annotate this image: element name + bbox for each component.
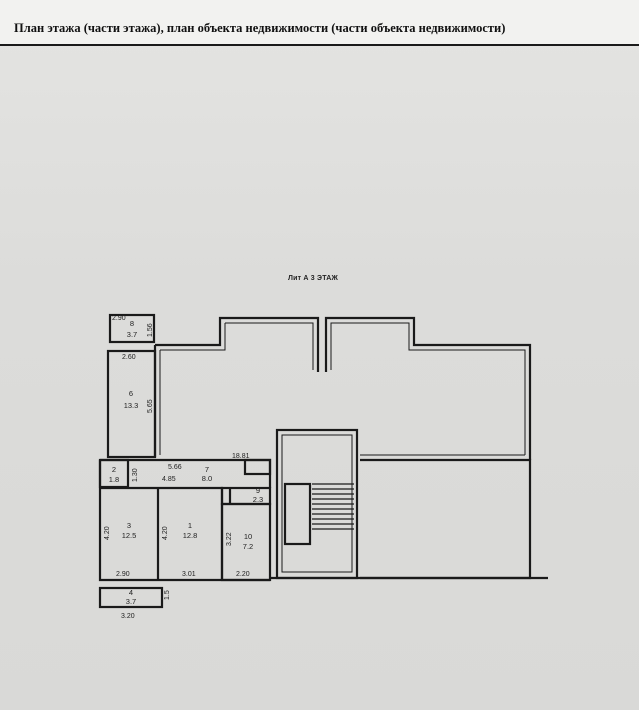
- room-9-area: 2.3: [253, 495, 263, 504]
- room-2-number: 2: [112, 465, 116, 474]
- dim-2-20: 2.20: [236, 571, 250, 578]
- plan-title: Лит А 3 ЭТАЖ: [288, 275, 339, 282]
- room-10-area: 7.2: [243, 542, 253, 551]
- dim-18-81: 18.81: [232, 453, 250, 460]
- dim-5-65: 5.65: [147, 399, 154, 413]
- room-7-number: 7: [205, 465, 209, 474]
- lower-left-outline: [98, 460, 270, 582]
- dim-4-20-left: 4.20: [104, 526, 111, 540]
- building-wall-top-left: [155, 316, 320, 372]
- inner-wall-top-left: [225, 322, 314, 370]
- room-2-area: 1.8: [109, 475, 119, 484]
- room-6-number: 6: [129, 389, 133, 398]
- room-1-number: 1: [188, 521, 192, 530]
- room-10-outline: [220, 502, 272, 582]
- inner-wall-left: [160, 323, 226, 351]
- stair-inner-outline: [281, 434, 353, 573]
- document-header: План этажа (части этажа), план объекта н…: [0, 0, 639, 46]
- dim-1-30: 1.30: [132, 468, 139, 482]
- stair-treads: [312, 483, 354, 530]
- dim-1-5: 1.5: [164, 590, 171, 600]
- room-3-number: 3: [127, 521, 131, 530]
- stair-block-outline: [275, 428, 359, 580]
- room-8-number: 8: [130, 319, 134, 328]
- room-8-outline: [108, 313, 156, 344]
- room-7-area: 8.0: [202, 474, 212, 483]
- dim-4-20-mid: 4.20: [162, 526, 169, 540]
- dim-3-20: 3.20: [121, 613, 135, 620]
- small-closet-outline: [243, 458, 272, 476]
- stair-landing: [283, 482, 312, 546]
- room-4-area: 3.7: [126, 597, 136, 606]
- dim-4-85: 4.85: [162, 476, 176, 483]
- room-4-number: 4: [129, 588, 133, 597]
- dim-3-22: 3.22: [226, 532, 233, 546]
- inner-wall-top-right: [330, 322, 526, 455]
- room-4-outline: [98, 586, 164, 609]
- room-6-area: 13.3: [124, 401, 139, 410]
- room-1-area: 12.8: [183, 531, 198, 540]
- header-title: План этажа (части этажа), план объекта н…: [14, 21, 506, 35]
- dim-3-01: 3.01: [182, 571, 196, 578]
- room-8-area: 3.7: [127, 330, 137, 339]
- rooms-1-3-top: [100, 486, 224, 580]
- dim-1-56: 1.56: [147, 323, 154, 337]
- room-9-number: 9: [256, 486, 260, 495]
- dim-5-66: 5.66: [168, 464, 182, 471]
- dim-2-90-bottom: 2.90: [116, 571, 130, 578]
- building-wall-top-right: [324, 316, 532, 460]
- room-10-number: 10: [244, 532, 252, 541]
- dim-2-60: 2.60: [122, 354, 136, 361]
- dim-2-90-top: 2.90: [112, 315, 126, 322]
- building-wall-right-lower: [360, 458, 532, 580]
- room-3-area: 12.5: [122, 531, 137, 540]
